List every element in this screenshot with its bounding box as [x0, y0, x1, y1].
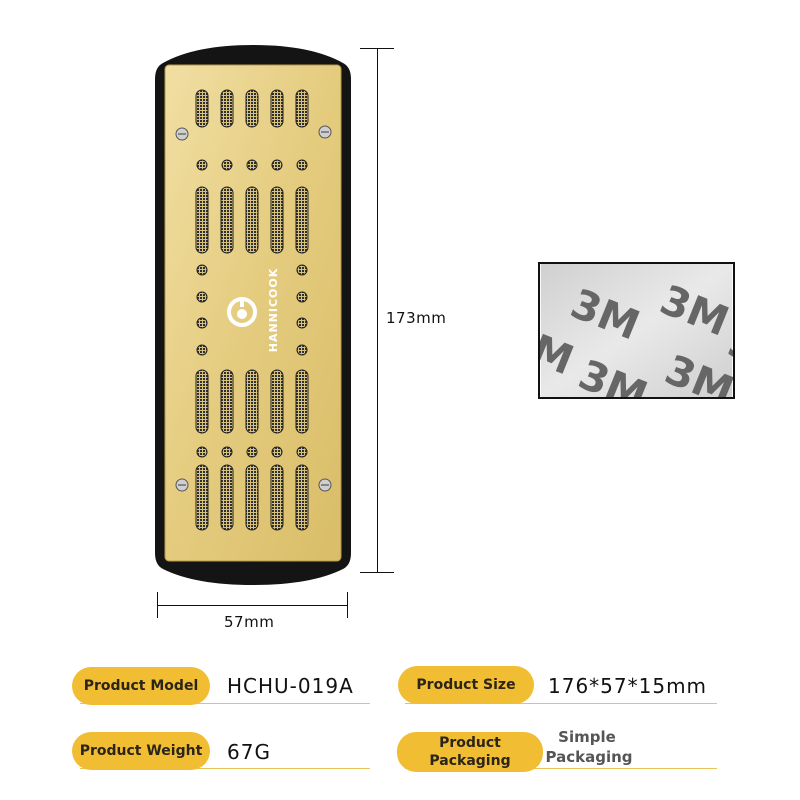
mesh-slot	[270, 186, 284, 254]
mesh-slot	[220, 186, 234, 254]
mesh-hole	[221, 446, 233, 458]
mesh-hole	[246, 159, 258, 171]
spec-underline-weight	[80, 768, 370, 769]
spec-label-weight: Product Weight	[72, 732, 210, 770]
mesh-hole	[196, 159, 208, 171]
mesh-hole	[296, 291, 308, 303]
mesh-slot	[295, 464, 309, 531]
mesh-slot	[245, 186, 259, 254]
spec-value-size: 176*57*15mm	[548, 674, 708, 698]
height-dimension-tick-bottom	[360, 572, 394, 573]
mesh-hole	[196, 446, 208, 458]
mesh-slot	[245, 89, 259, 128]
mesh-slot	[245, 369, 259, 434]
brand-logo-icon	[227, 297, 257, 327]
spec-underline-model	[80, 703, 370, 704]
mesh-slot	[220, 89, 234, 128]
mesh-slot	[270, 369, 284, 434]
mesh-hole	[196, 317, 208, 329]
mesh-slot	[295, 186, 309, 254]
mesh-hole	[296, 317, 308, 329]
mesh-hole	[246, 446, 258, 458]
mesh-hole	[221, 159, 233, 171]
product-image: HANNICOOK	[155, 45, 351, 585]
spec-value-model: HCHU-019A	[227, 674, 354, 698]
mesh-hole	[271, 159, 283, 171]
mesh-slot	[270, 89, 284, 128]
spec-label-packaging-line2: Packaging	[429, 753, 511, 769]
mesh-hole	[196, 344, 208, 356]
mesh-slot	[220, 464, 234, 531]
spec-value-packaging-line2: Packaging	[545, 748, 633, 766]
mesh-hole	[196, 291, 208, 303]
mesh-slot	[295, 89, 309, 128]
spec-label-packaging: Product Packaging	[397, 732, 543, 772]
mesh-hole	[196, 264, 208, 276]
mesh-hole	[296, 159, 308, 171]
3m-logo-text: 3M	[722, 318, 735, 388]
mesh-slot	[295, 369, 309, 434]
mesh-hole	[296, 264, 308, 276]
spec-underline-packaging	[405, 768, 717, 769]
spec-value-packaging-line1: Simple	[558, 728, 616, 746]
width-dimension-tick-left	[157, 592, 158, 618]
spec-label-size: Product Size	[398, 666, 534, 704]
spec-value-packaging: Simple Packaging	[544, 727, 634, 767]
spec-value-weight: 67G	[227, 740, 271, 764]
mesh-hole	[271, 446, 283, 458]
height-dimension-line	[377, 48, 378, 573]
width-dimension-tick-right	[347, 592, 348, 618]
spec-label-packaging-line1: Product	[439, 735, 501, 751]
mesh-slot	[195, 89, 209, 128]
mesh-slot	[270, 464, 284, 531]
mesh-slot	[245, 464, 259, 531]
brand-text: HANNICOOK	[267, 268, 280, 353]
mesh-slot	[220, 369, 234, 434]
height-dimension-tick-top	[360, 48, 394, 49]
spec-label-model: Product Model	[72, 667, 210, 705]
height-dimension-label: 173mm	[386, 309, 447, 327]
width-dimension-line	[157, 605, 347, 606]
mesh-slot	[195, 464, 209, 531]
mesh-slot	[195, 369, 209, 434]
mesh-slot	[195, 186, 209, 254]
mesh-hole	[296, 446, 308, 458]
width-dimension-label: 57mm	[224, 613, 275, 631]
spec-underline-size	[405, 703, 717, 704]
mesh-hole	[296, 344, 308, 356]
